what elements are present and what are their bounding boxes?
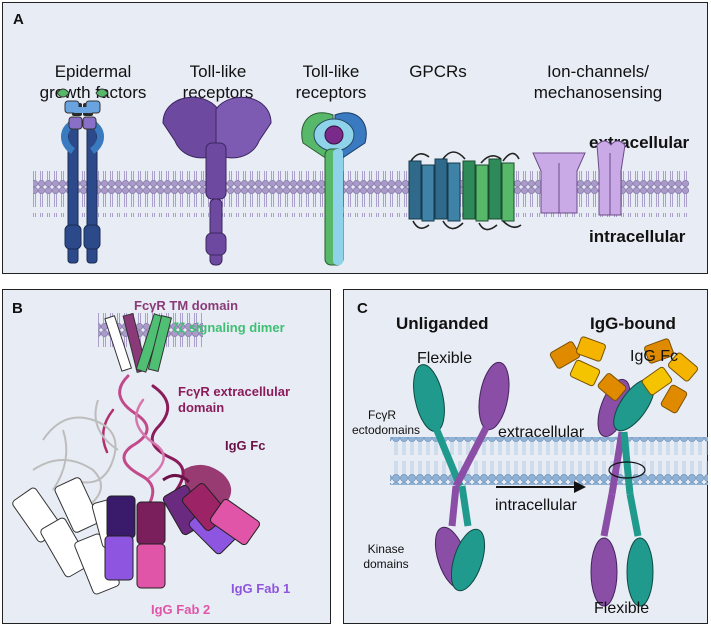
category-tlr-2-line2: receptors xyxy=(295,83,367,102)
category-gpcrs-line1: GPCRs xyxy=(409,62,467,81)
panel-c-illustration xyxy=(390,336,708,607)
category-tlr-2-line1: Toll-like xyxy=(302,62,360,81)
igg-fab2-label: IgG Fab 2 xyxy=(151,602,211,617)
membrane-c xyxy=(390,437,708,485)
panel-a-label: A xyxy=(13,11,24,28)
category-egf-line1: Epidermal xyxy=(54,62,132,81)
membrane-a xyxy=(33,171,689,217)
kinase-line1: Kinase xyxy=(367,542,405,556)
category-tlr-2: Toll-like receptors xyxy=(281,61,381,103)
ectodomains-line2: ectodomains xyxy=(352,423,421,437)
panel-b: B xyxy=(2,289,331,624)
panel-b-label: B xyxy=(12,300,23,317)
igg-fc-label-b: IgG Fc xyxy=(225,438,266,453)
unliganded-receptor xyxy=(413,361,510,592)
unliganded-title: Unliganded xyxy=(396,314,489,333)
extracellular-label-c: extracellular xyxy=(498,424,585,441)
fcgr-ectodomains-label: FcγR ectodomains xyxy=(352,408,420,438)
panel-c-label: C xyxy=(357,300,368,317)
transition-arrow xyxy=(496,481,586,493)
iggbound-receptor xyxy=(590,378,655,607)
white-fab-domains xyxy=(12,477,129,595)
flexible-bottom-label: Flexible xyxy=(594,600,650,617)
fcgr-ribbon xyxy=(101,374,185,508)
category-tlr-1-line1: Toll-like xyxy=(189,62,247,81)
fcgr-extracellular-line2: domain xyxy=(178,400,225,415)
intracellular-label-c: intracellular xyxy=(495,497,577,514)
tlr-receptor-1 xyxy=(162,96,272,266)
panel-a: A Epidermal growth factors Toll-like rec… xyxy=(2,2,708,274)
igg-fc-label-c: IgG Fc xyxy=(630,348,679,365)
white-ribbon xyxy=(32,399,119,511)
igg-fc-blocks-c xyxy=(549,336,699,414)
tm-helices xyxy=(104,313,172,373)
category-egf-line2: growth factors xyxy=(39,83,147,102)
category-ion-channels: Ion-channels/ mechanosensing xyxy=(518,61,678,103)
category-ion-line2: mechanosensing xyxy=(533,83,663,102)
panel-c: C Unliganded IgG-bound xyxy=(343,289,708,624)
egf-receptor xyxy=(56,88,109,264)
fcgr-tm-domain-label: FcγR TM domain xyxy=(134,298,239,313)
intracellular-label-a: intracellular xyxy=(589,227,686,246)
panel-b-illustration xyxy=(12,313,260,595)
panel-a-illustration xyxy=(33,88,689,266)
igg-fab2-blocks xyxy=(104,495,166,589)
kinase-domains-label: Kinase domains xyxy=(356,542,416,572)
category-egf: Epidermal growth factors xyxy=(33,61,153,103)
flexible-top-label: Flexible xyxy=(417,350,473,367)
fcgr-extracellular-line1: FcγR extracellular xyxy=(178,384,291,399)
signaling-dimer-label: ζζ signaling dimer xyxy=(173,320,285,335)
ectodomains-line1: FcγR xyxy=(368,408,396,422)
category-ion-line1: Ion-channels/ xyxy=(546,62,650,81)
fcgr-extracellular-label: FcγR extracellular domain xyxy=(178,384,290,416)
igg-fab1-label: IgG Fab 1 xyxy=(231,581,291,596)
tlr-receptor-2 xyxy=(301,112,367,266)
kinase-line2: domains xyxy=(363,557,409,571)
category-gpcrs: GPCRs xyxy=(393,61,483,82)
igg-fab1-blocks xyxy=(162,483,260,555)
ion-channels xyxy=(532,140,626,216)
gpcr-receptors xyxy=(408,151,522,231)
iggbound-title: IgG-bound xyxy=(590,314,676,333)
